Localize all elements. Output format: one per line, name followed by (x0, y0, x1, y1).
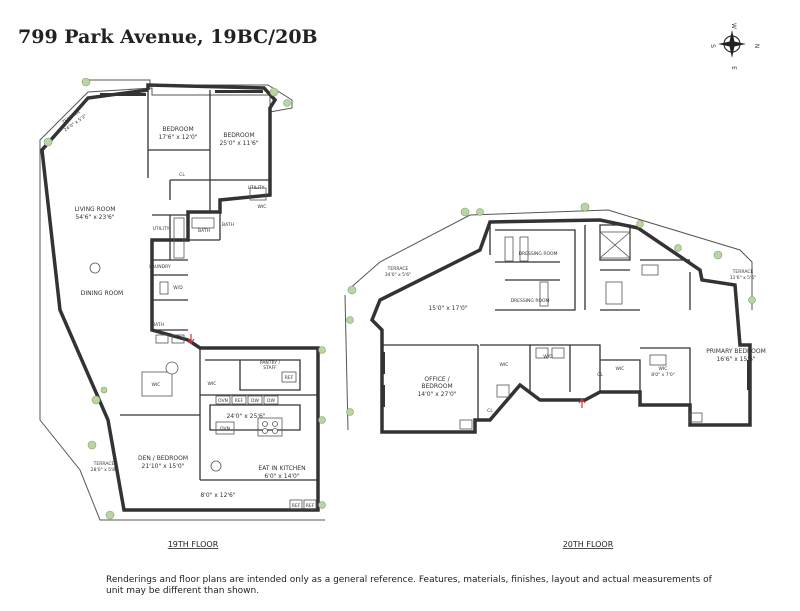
terrace-left-name-20: TERRACE (387, 266, 409, 272)
page-title: 799 Park Avenue, 19BC/20B (18, 26, 318, 48)
floor-plans: W N S E (39, 23, 766, 549)
terrace-outline-20 (344, 209, 753, 431)
dressing-room-1: DRESSING ROOM (519, 251, 558, 257)
den-partitions (120, 395, 318, 481)
bath-label-3: BATH (152, 322, 164, 328)
utility-label-1: UTILITY (248, 185, 265, 191)
floor-19-label: 19TH FLOOR (168, 540, 219, 549)
living-room-name: LIVING ROOM (75, 206, 116, 213)
bath-label-1: BATH (198, 228, 210, 234)
bottom-room-dim: 8'0" x 12'6" (200, 492, 236, 499)
disclaimer-text: Renderings and floor plans are intended … (106, 575, 712, 596)
compass-rose: W N S E (709, 23, 760, 70)
terrace-left-dim-19: 28'0" x 5'8" (91, 467, 117, 473)
dishwasher-label-1: DW (251, 398, 259, 404)
kitchen-blocks (199, 348, 318, 431)
bedroom2-name: BEDROOM (223, 132, 254, 139)
compass-west: W (730, 23, 737, 29)
closet-label-20-2: CL (487, 408, 493, 414)
closet-label-20-1: CL (597, 372, 603, 378)
exterior-wall-20 (369, 218, 752, 434)
ref-label-2: REF (235, 398, 244, 404)
ref-label-4: REF (306, 503, 315, 509)
bedroom1-name: BEDROOM (162, 126, 193, 133)
oven-label-1: OVN (218, 398, 228, 404)
terrace-right-name: TERRACE (732, 269, 754, 275)
wic-label-3: WIC (152, 382, 161, 388)
floor-19-plan: TERRACE 24'0" x 5'3" BEDROOM 17'6" x 12'… (39, 77, 326, 549)
terrace-right-dim: 11'6" x 5'6" (730, 275, 756, 281)
washer-dryer-label-19: W/D (173, 285, 183, 291)
oven-label-2: OVN (220, 426, 230, 432)
bath-label-2: BATH (222, 222, 234, 228)
lower-partitions-20 (382, 344, 691, 420)
dishwasher-label-2: DW (267, 398, 275, 404)
ref-label-1: REF (285, 375, 294, 381)
primary-bedroom-dim: 16'6" x 15'6" (716, 356, 755, 363)
dressing-partitions (489, 222, 691, 311)
compass-south: S (709, 44, 716, 48)
terrace-left-name-19: TERRACE (93, 461, 115, 467)
washer-dryer-label-20: W/D (543, 354, 553, 360)
bedroom-partitions (147, 90, 270, 212)
wic-label-2: WIC (208, 381, 217, 387)
office-name: OFFICE / (424, 376, 450, 383)
main-room-dim-20: 15'0" x 17'0" (428, 305, 467, 312)
dining-room-name: DINING ROOM (81, 290, 123, 297)
wic-label-20-1: WIC (500, 362, 509, 368)
compass-north: N (753, 44, 760, 49)
den-dim: 21'10" x 15'0" (142, 463, 185, 470)
eat-in-kitchen-dim: 6'0" x 14'0" (264, 473, 300, 480)
pantry-name-2: STAFF (263, 365, 277, 371)
eat-in-kitchen-name: EAT IN KITCHEN (258, 465, 305, 472)
den-name: DEN / BEDROOM (138, 455, 188, 462)
wic-dim-20-3: 8'0" x 7'0" (651, 372, 675, 378)
ref-label-3: REF (292, 503, 301, 509)
floor-20-label: 20TH FLOOR (563, 540, 614, 549)
service-partitions (152, 212, 221, 331)
wic-label-20-3: WIC (659, 366, 668, 372)
bedroom2-dim: 25'0" x 11'6" (219, 140, 258, 147)
dressing-room-2: DRESSING ROOM (511, 298, 550, 304)
living-room-dim: 54'6" x 23'6" (75, 214, 114, 221)
utility-label-2: UTILITY (153, 226, 170, 232)
laundry-label: LAUNDRY (149, 264, 171, 270)
floor-20-plan: TERRACE 34'0" x 5'6" DRESSING ROOM DRESS… (344, 202, 766, 549)
terrace-left-dim-20: 34'0" x 5'6" (385, 272, 411, 278)
kitchen-dim: 24'0" x 25'6" (226, 413, 265, 420)
office-name-2: BEDROOM (421, 383, 452, 390)
wic-label-20-2: WIC (616, 366, 625, 372)
primary-bedroom-name: PRIMARY BEDROOM (706, 348, 766, 355)
pantry-name: PANTRY / (260, 360, 281, 366)
bedroom1-dim: 17'6" x 12'0" (158, 134, 197, 141)
exterior-wall-19 (40, 83, 320, 512)
office-dim: 14'0" x 27'0" (417, 391, 456, 398)
compass-east: E (730, 66, 737, 70)
closet-label-1: CL (179, 172, 185, 178)
wic-label-1: WIC (258, 204, 267, 210)
